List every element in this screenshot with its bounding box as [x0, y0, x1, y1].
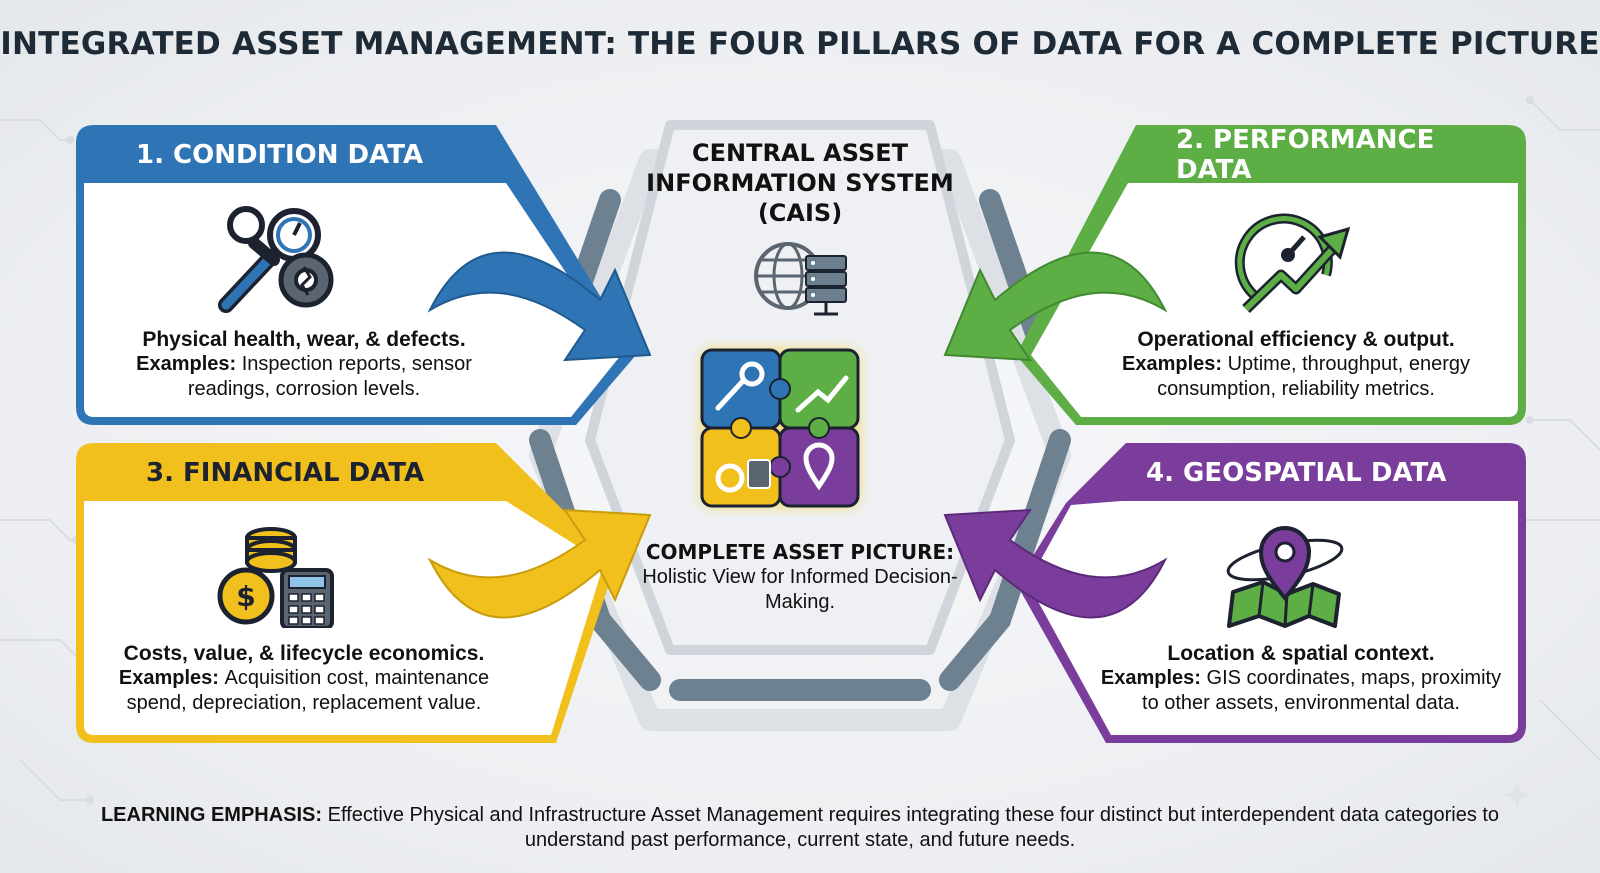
condition-arrow	[427, 251, 652, 362]
pillar-geospatial-examples: GIS coordinates, maps, proximity to othe…	[1142, 667, 1502, 714]
pillar-condition-heading: 1. CONDITION DATA	[136, 140, 424, 170]
circuit-lines	[0, 99, 1600, 801]
pillar-performance-examples: Uptime, throughput, energy consumption, …	[1157, 353, 1470, 400]
pillar-condition-lead: Physical health, wear, & defects.	[142, 328, 466, 351]
map-pin-icon	[1226, 526, 1344, 628]
learning-emphasis-label: LEARNING EMPHASIS:	[100, 804, 328, 826]
pillar-financial-examples: Acquisition cost, maintenance spend, dep…	[126, 667, 490, 714]
learning-emphasis-text: Effective Physical and Infrastructure As…	[327, 804, 1500, 851]
gauge-trend-arrow-icon	[1234, 213, 1351, 313]
wrench-gauge-gear-icon	[218, 206, 334, 313]
geospatial-arrow	[943, 508, 1168, 619]
pillar-condition-examples-label: Examples:	[136, 353, 242, 375]
pillar-geospatial-heading: 4. GEOSPATIAL DATA	[1146, 458, 1447, 488]
pillar-financial-heading: 3. FINANCIAL DATA	[146, 458, 425, 488]
complete-asset-picture: COMPLETE ASSET PICTURE: Holistic View fo…	[620, 540, 980, 615]
pillar-performance-frame	[1016, 125, 1526, 425]
pillar-financial-examples-label: Examples:	[118, 667, 225, 689]
pillar-performance-description: Operational efficiency & output. Example…	[1086, 327, 1506, 402]
pillar-geospatial-card: 4. GEOSPATIAL DATA Location & spatial co…	[1016, 443, 1526, 753]
pillar-financial-frame	[76, 443, 616, 743]
pillar-geospatial-lead: Location & spatial context.	[1167, 642, 1435, 665]
pillar-performance-card: 2. PERFORMANCE DATA Operational efficien…	[1016, 125, 1526, 435]
pillar-financial-card: 3. FINANCIAL DATA $ Costs, value, & life…	[76, 443, 616, 753]
pillar-performance-examples-label: Examples:	[1122, 353, 1228, 375]
svg-text:$: $	[236, 580, 255, 613]
coins-calculator-icon: $	[217, 527, 334, 628]
central-system-title: CENTRAL ASSET INFORMATION SYSTEM (CAIS)	[646, 139, 954, 227]
globe-server-icon	[754, 242, 847, 316]
complete-asset-picture-label: COMPLETE ASSET PICTURE:	[645, 540, 955, 564]
learning-emphasis: LEARNING EMPHASIS: Effective Physical an…	[100, 803, 1500, 853]
puzzle-icon	[700, 348, 860, 508]
pillar-financial-lead: Costs, value, & lifecycle economics.	[123, 642, 485, 665]
sparkle-icon	[1502, 780, 1532, 810]
financial-arrow	[427, 508, 652, 619]
pillar-condition-card: 1. CONDITION DATA Physical health, wear,…	[76, 125, 636, 435]
complete-asset-picture-text: Holistic View for Informed Decision-Maki…	[642, 566, 958, 613]
pillar-condition-examples: Inspection reports, sensor readings, cor…	[187, 353, 472, 400]
performance-arrow	[943, 251, 1168, 362]
pillar-financial-description: Costs, value, & lifecycle economics. Exa…	[94, 641, 514, 716]
pillar-condition-description: Physical health, wear, & defects. Exampl…	[94, 327, 514, 402]
pillar-geospatial-description: Location & spatial context. Examples: GI…	[1096, 641, 1506, 716]
pillar-geospatial-examples-label: Examples:	[1100, 667, 1207, 689]
page-title: INTEGRATED ASSET MANAGEMENT: THE FOUR PI…	[0, 26, 1600, 62]
pillar-condition-frame	[76, 125, 636, 425]
pillar-performance-lead: Operational efficiency & output.	[1137, 328, 1455, 351]
pillar-performance-heading: 2. PERFORMANCE DATA	[1176, 125, 1435, 185]
